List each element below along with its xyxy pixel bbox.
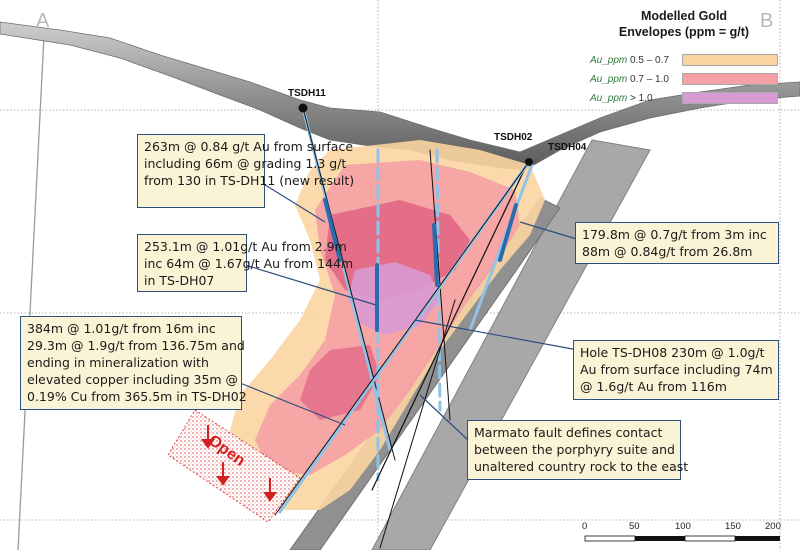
legend-range: > 1.0 [630,93,653,104]
legend-prefix: Au_ppm [590,74,628,85]
callout-line: 253.1m @ 1.01g/t Au from 2.9m [144,239,347,254]
legend-prefix: Au_ppm [590,55,628,66]
callout-line: 263m @ 0.84 g/t Au from surface [144,139,354,154]
callout-line: Au from surface including 74m [580,362,773,377]
callout-line: ending in mineralization with [27,355,209,370]
leader-lines [239,182,581,441]
legend-item: Au_ppm 0.7 – 1.0 [586,72,782,88]
collars [298,103,533,166]
section-label-b: B [760,10,774,32]
scale-tick: 100 [675,521,691,532]
callout-tsdh11: 263m @ 0.84 g/t Au from surface includin… [137,134,355,208]
legend-prefix: Au_ppm [590,93,628,104]
callout-line: including 66m @ grading 1.3 g/t [144,156,347,171]
section-label-a: A [36,10,50,32]
callout-line: Marmato fault defines contact [474,425,663,440]
scale-bar-labels: 0 50 100 150 200 [582,521,785,550]
callout-tsdh04: 179.8m @ 0.7g/t from 3m inc 88m @ 0.84g/… [575,222,779,264]
hole-label-tsdh04: TSDH04 [548,142,587,153]
callout-line: 0.19% Cu from 365.5m in TS-DH02 [27,389,247,404]
callout-line: between the porphyry suite and [474,442,675,457]
hole-dh08 [274,165,527,516]
legend-title-line2: Envelopes (ppm = g/t) [618,25,750,39]
callout-tsdh07: 253.1m @ 1.01g/t Au from 2.9m inc 64m @ … [137,234,354,292]
scale-tick: 50 [629,521,640,532]
scale-bar [584,535,780,542]
callout-line: 179.8m @ 0.7g/t from 3m inc [582,227,767,242]
callout-line: in TS-DH07 [144,273,215,288]
legend-swatch [682,92,778,104]
legend-item: Au_ppm 0.5 – 0.7 [586,53,782,69]
callout-line: 384m @ 1.01g/t from 16m inc [27,321,216,336]
callout-marmato-fault: Marmato fault defines contact between th… [467,420,689,480]
legend-title-line1: Modelled Gold [640,9,728,23]
callout-line: 88m @ 0.84g/t from 26.8m [582,244,753,259]
legend-swatch [682,73,778,85]
callout-line: 29.3m @ 1.9g/t from 136.75m and [27,338,245,353]
scale-tick: 0 [582,521,588,532]
legend-swatch [682,54,778,66]
callout-line: unaltered country rock to the east [474,459,689,474]
legend: Modelled Gold Envelopes (ppm = g/t) Au_p… [586,8,782,106]
callout-line: elevated copper including 35m @ [27,372,239,387]
open-arrows [201,425,277,502]
hole-tsdh04 [468,163,534,332]
callout-line: from 130 in TS-DH11 (new result) [144,173,355,188]
scale-tick: 150 [725,521,741,532]
drill-holes [274,106,534,549]
legend-range: 0.5 – 0.7 [630,55,669,66]
hole-label-tsdh11: TSDH11 [288,88,326,99]
callout-ts-dh08: Hole TS-DH08 230m @ 1.0g/t Au from surfa… [573,340,779,400]
scale-tick: 200 [765,521,781,532]
legend-range: 0.7 – 1.0 [630,74,669,85]
hole-label-tsdh02: TSDH02 [494,132,533,143]
callout-line: inc 64m @ 1.67g/t Au from 144m [144,256,354,271]
callout-line: Hole TS-DH08 230m @ 1.0g/t [580,345,765,360]
hole-tsdh11-trace [302,107,396,461]
callout-tsdh02: 384m @ 1.01g/t from 16m inc 29.3m @ 1.9g… [20,316,247,410]
hole-deep [379,299,456,549]
section-line-a [17,35,45,550]
callout-line: @ 1.6g/t Au from 116m [580,379,727,394]
legend-item: Au_ppm > 1.0 [586,91,782,107]
